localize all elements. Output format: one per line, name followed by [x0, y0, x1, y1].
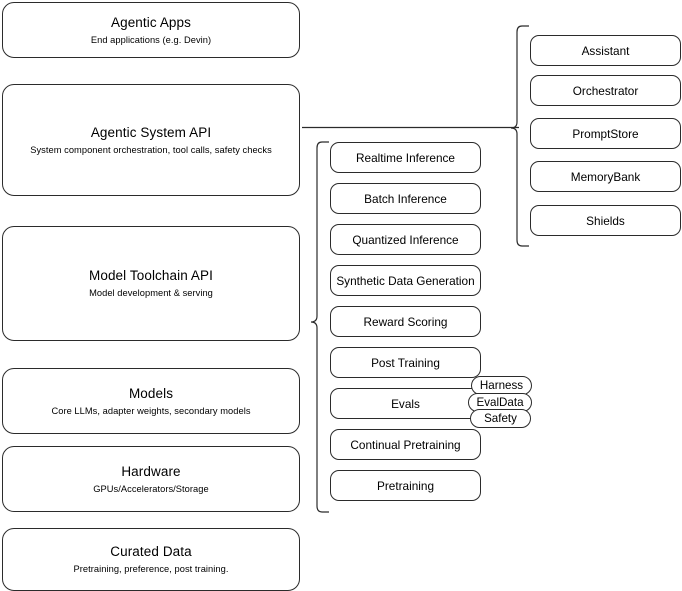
- chip-label: Realtime Inference: [355, 150, 455, 165]
- layer-hardware[interactable]: Hardware GPUs/Accelerators/Storage: [2, 446, 300, 512]
- bracket-toolchain-components: [310, 141, 329, 513]
- layer-title: Model Toolchain API: [89, 268, 213, 283]
- layer-subtitle: Pretraining, preference, post training.: [73, 564, 229, 574]
- chip-label: Evals: [391, 396, 420, 411]
- toolchain-continual-pretraining[interactable]: Continual Pretraining: [330, 429, 481, 460]
- chip-label: MemoryBank: [570, 169, 641, 184]
- agentic-shields[interactable]: Shields: [530, 205, 681, 236]
- layer-model-toolchain-api[interactable]: Model Toolchain API Model development & …: [2, 226, 300, 341]
- chip-label: Reward Scoring: [363, 314, 448, 329]
- toolchain-evals[interactable]: Evals: [330, 388, 481, 419]
- agentic-assistant[interactable]: Assistant: [530, 35, 681, 66]
- chip-label: PromptStore: [572, 126, 639, 141]
- toolchain-batch-inference[interactable]: Batch Inference: [330, 183, 481, 214]
- chip-label: Post Training: [371, 355, 440, 370]
- layer-subtitle: Core LLMs, adapter weights, secondary mo…: [51, 405, 251, 416]
- agentic-promptstore[interactable]: PromptStore: [530, 118, 681, 149]
- layer-subtitle: GPUs/Accelerators/Storage: [93, 483, 209, 494]
- chip-label: Synthetic Data Generation: [336, 273, 475, 288]
- toolchain-post-training[interactable]: Post Training: [330, 347, 481, 378]
- toolchain-quantized-inference[interactable]: Quantized Inference: [330, 224, 481, 255]
- badge-label: Harness: [479, 379, 524, 392]
- chip-label: Pretraining: [376, 478, 435, 493]
- chip-label: Shields: [586, 213, 625, 228]
- agentic-orchestrator[interactable]: Orchestrator: [530, 75, 681, 106]
- layer-title: Hardware: [121, 463, 181, 479]
- layer-title: Models: [128, 385, 174, 401]
- layer-curated-data[interactable]: Curated Data Pretraining, preference, po…: [2, 528, 300, 591]
- layer-agentic-apps[interactable]: Agentic Apps End applications (e.g. Devi…: [2, 2, 300, 58]
- toolchain-pretraining[interactable]: Pretraining: [330, 470, 481, 501]
- chip-label: Orchestrator: [572, 83, 639, 98]
- bracket-agentic-components: [510, 25, 529, 247]
- chip-label: Assistant: [581, 43, 630, 58]
- layer-subtitle: End applications (e.g. Devin): [90, 34, 212, 45]
- toolchain-reward-scoring[interactable]: Reward Scoring: [330, 306, 481, 337]
- layer-agentic-system-api[interactable]: Agentic System API System component orch…: [2, 84, 300, 196]
- toolchain-realtime-inference[interactable]: Realtime Inference: [330, 142, 481, 173]
- badge-label: EvalData: [476, 396, 524, 409]
- badge-label: Safety: [484, 412, 517, 425]
- layer-subtitle: System component orchestration, tool cal…: [30, 144, 272, 155]
- layer-title: Curated Data: [110, 544, 192, 559]
- layer-models[interactable]: Models Core LLMs, adapter weights, secon…: [2, 368, 300, 434]
- chip-label: Batch Inference: [364, 191, 447, 206]
- layer-title: Agentic System API: [90, 124, 212, 140]
- chip-label: Quantized Inference: [352, 232, 459, 247]
- agentic-memorybank[interactable]: MemoryBank: [530, 161, 681, 192]
- layer-subtitle: Model development & serving: [89, 288, 213, 298]
- layer-title: Agentic Apps: [110, 14, 191, 30]
- evals-badge-safety[interactable]: Safety: [470, 409, 531, 428]
- toolchain-synthetic-data-generation[interactable]: Synthetic Data Generation: [330, 265, 481, 296]
- chip-label: Continual Pretraining: [350, 437, 461, 452]
